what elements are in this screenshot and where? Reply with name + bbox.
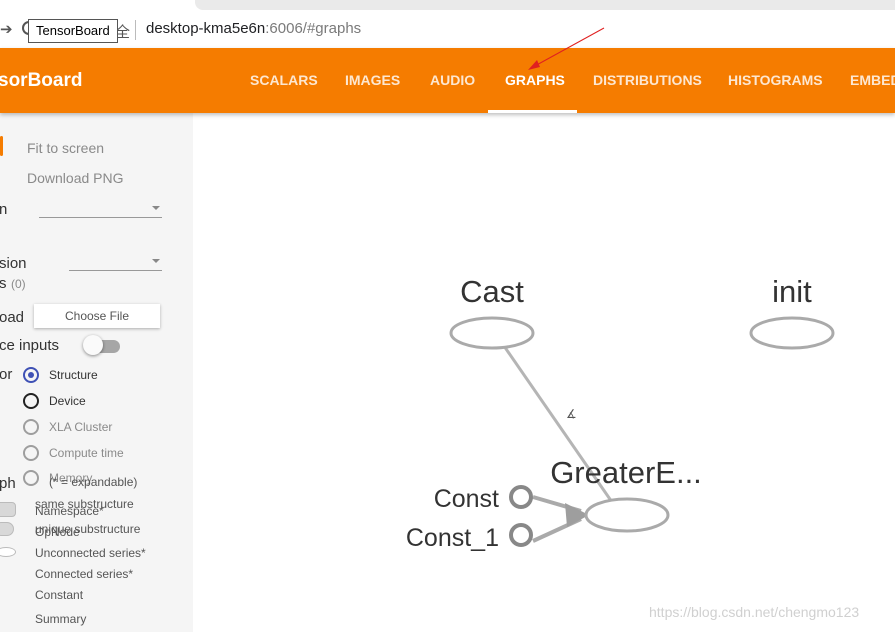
color-structure-radio[interactable] (23, 367, 39, 383)
browser-tab-strip (195, 0, 895, 10)
color-memory-label: Memory (49, 471, 93, 485)
namespace-legend-icon (0, 502, 16, 517)
color-compute-time-radio[interactable] (23, 445, 39, 461)
greater-node-label: GreaterE... (550, 455, 702, 490)
run-label: n (0, 201, 8, 218)
run-dropdown[interactable] (39, 203, 162, 218)
legend-expandable-note: (* = expandable) (49, 475, 138, 489)
const1-node-label: Const_1 (406, 524, 499, 552)
graph-svg[interactable]: ∡ Cast init GreaterE... Const Const_1 (193, 113, 895, 632)
app-header: sorBoard SCALARS IMAGES AUDIO GRAPHS DIS… (0, 48, 895, 113)
cast-node[interactable] (449, 316, 535, 350)
legend-unique-substructure: unique substructure (35, 522, 141, 536)
const-node[interactable] (509, 485, 533, 509)
session-runs-count: (0) (11, 277, 26, 291)
color-device-label: Device (49, 394, 86, 408)
site-info-icon[interactable]: 全 (115, 24, 131, 41)
edge-arrowhead (565, 503, 589, 527)
session-runs-label-2: s (0, 275, 7, 292)
color-xla-cluster-radio[interactable] (23, 419, 39, 435)
fit-to-screen-button[interactable]: Fit to screen (27, 140, 105, 156)
color-compute-time-label: Compute time (49, 446, 124, 460)
tab-embeddings[interactable]: EMBED (850, 72, 895, 88)
const-node-label: Const (434, 485, 499, 513)
fit-screen-icon[interactable] (0, 136, 3, 156)
session-runs-dropdown[interactable] (69, 256, 162, 271)
address-bar[interactable]: desktop-kma5e6n:6006/#graphs (146, 20, 361, 37)
tab-distributions[interactable]: DISTRIBUTIONS (593, 72, 702, 88)
const1-node[interactable] (509, 523, 533, 547)
color-memory-radio[interactable] (23, 470, 39, 486)
greater-node[interactable] (584, 497, 670, 533)
url-path: :6006/#graphs (265, 20, 362, 37)
init-node-label: init (772, 274, 812, 309)
choose-file-button[interactable]: Choose File (34, 304, 160, 328)
chevron-down-icon (152, 259, 160, 263)
graph-controls-sidebar: Fit to screen Download PNG n sion s (0) … (0, 113, 193, 632)
tab-graphs[interactable]: GRAPHS (505, 72, 565, 88)
session-runs-label: sion (0, 255, 27, 272)
download-png-button[interactable]: Download PNG (27, 170, 124, 186)
chevron-down-icon (152, 206, 160, 210)
unconnected-series-icon (0, 547, 16, 557)
legend-connected-series: Connected series* (35, 567, 134, 581)
legend-namespace: Namespace* (35, 504, 104, 518)
color-structure-label: Structure (49, 368, 98, 382)
url-host: desktop-kma5e6n (146, 20, 266, 37)
color-xla-cluster-label: XLA Cluster (49, 420, 113, 434)
trace-inputs-label: ce inputs (0, 337, 60, 354)
tab-histograms[interactable]: HISTOGRAMS (728, 72, 823, 88)
tab-audio[interactable]: AUDIO (430, 72, 476, 88)
tab-tooltip: TensorBoard (28, 19, 118, 43)
app-brand: sorBoard (0, 70, 83, 91)
graph-canvas[interactable]: ∡ Cast init GreaterE... Const Const_1 (193, 113, 895, 632)
legend-opnode: OpNode (35, 525, 80, 539)
tab-images[interactable]: IMAGES (345, 72, 401, 88)
legend-same-substructure: same substructure (35, 497, 134, 511)
color-device-radio[interactable] (23, 393, 39, 409)
legend-unconnected-series: Unconnected series* (35, 546, 146, 560)
cast-node-label: Cast (460, 274, 524, 309)
edge-cast-to-greater (502, 345, 616, 506)
graph-legend-label: ph (0, 475, 16, 492)
upload-label: oad (0, 309, 25, 326)
back-arrow-icon[interactable]: ➔ (0, 21, 13, 38)
active-tab-indicator (488, 110, 577, 113)
browser-toolbar: ➔ TensorBoard 全 desktop-kma5e6n:6006/#gr… (0, 0, 895, 49)
legend-summary: Summary (35, 612, 87, 626)
url-separator (135, 20, 136, 40)
legend-constant: Constant (35, 588, 84, 602)
watermark-text: https://blog.csdn.net/chengmo123 (649, 604, 860, 620)
edge-label: ∡ (566, 407, 577, 421)
opnode-legend-icon (0, 522, 14, 536)
color-label: or (0, 366, 13, 383)
init-node[interactable] (749, 316, 835, 350)
trace-inputs-toggle-knob[interactable] (83, 335, 103, 355)
tab-scalars[interactable]: SCALARS (250, 72, 318, 88)
